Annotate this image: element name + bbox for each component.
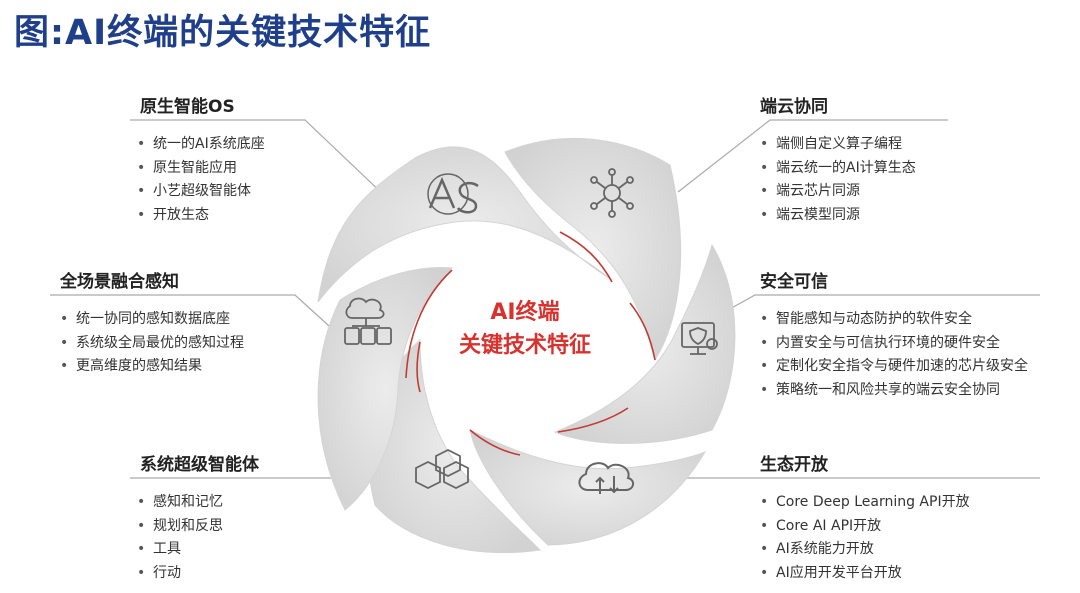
cube-agent-icon	[415, 448, 469, 490]
list-item: 开放生态	[137, 204, 265, 228]
cloud-database-icon	[344, 297, 392, 345]
list-item: Core Deep Learning API开放	[760, 491, 970, 515]
center-line-1: AI终端	[490, 300, 560, 325]
list-item: 内置安全与可信执行环境的硬件安全	[760, 332, 1028, 356]
monitor-shield-icon	[681, 322, 718, 355]
panel-security: 安全可信 智能感知与动态防护的软件安全 内置安全与可信执行环境的硬件安全 定制化…	[760, 267, 1028, 402]
list-item: 统一协同的感知数据底座	[60, 308, 244, 332]
ai-os-icon	[427, 173, 479, 215]
connector-os	[130, 119, 406, 216]
list-item: 端云模型同源	[760, 204, 916, 228]
list-item: 策略统一和风险共享的端云安全协同	[760, 379, 1028, 403]
petal-right	[553, 243, 736, 444]
list-item: 感知和记忆	[137, 491, 259, 515]
list-item: 小艺超级智能体	[137, 180, 265, 204]
panel-title: 安全可信	[760, 272, 828, 292]
list-item: 端云芯片同源	[760, 180, 916, 204]
center-line-2: 关键技术特征	[458, 333, 591, 358]
panel-title: 生态开放	[760, 455, 828, 475]
cloud-transfer-icon	[578, 462, 634, 494]
network-icon	[590, 168, 634, 218]
list-item: AI系统能力开放	[760, 538, 970, 562]
panel-native-os: 原生智能OS 统一的AI系统底座 原生智能应用 小艺超级智能体 开放生态	[140, 92, 265, 227]
list-item: 端云统一的AI计算生态	[760, 157, 916, 181]
page-title: 图:AI终端的关键技术特征	[14, 13, 432, 53]
center-label: AI终端 关键技术特征	[450, 296, 600, 362]
list-item: 定制化安全指令与硬件加速的芯片级安全	[760, 355, 1028, 379]
petal-top-left	[317, 146, 613, 303]
connector-cloud	[677, 119, 948, 193]
panel-ecosystem: 生态开放 Core Deep Learning API开放 Core AI AP…	[760, 450, 970, 585]
list-item: 原生智能应用	[137, 157, 265, 181]
list-item: 系统级全局最优的感知过程	[60, 332, 244, 356]
list-item: 工具	[137, 538, 259, 562]
panel-perception: 全场景融合感知 统一协同的感知数据底座 系统级全局最优的感知过程 更高维度的感知…	[60, 267, 244, 379]
list-item: 统一的AI系统底座	[137, 133, 265, 157]
list-item: Core AI API开放	[760, 515, 970, 539]
list-item: 行动	[137, 562, 259, 586]
panel-title: 端云协同	[760, 97, 828, 117]
panel-cloud-collab: 端云协同 端侧自定义算子编程 端云统一的AI计算生态 端云芯片同源 端云模型同源	[760, 92, 916, 227]
panel-title: 原生智能OS	[140, 97, 235, 117]
list-item: 端侧自定义算子编程	[760, 133, 916, 157]
panel-title: 全场景融合感知	[60, 272, 179, 292]
list-item: 智能感知与动态防护的软件安全	[760, 308, 1028, 332]
list-item: AI应用开发平台开放	[760, 562, 970, 586]
list-item: 更高维度的感知结果	[60, 355, 244, 379]
petal-top-right	[504, 138, 682, 362]
panel-title: 系统超级智能体	[140, 455, 259, 475]
petal-bottom-right	[469, 429, 707, 546]
panel-super-agent: 系统超级智能体 感知和记忆 规划和反思 工具 行动	[140, 450, 259, 585]
list-item: 规划和反思	[137, 515, 259, 539]
